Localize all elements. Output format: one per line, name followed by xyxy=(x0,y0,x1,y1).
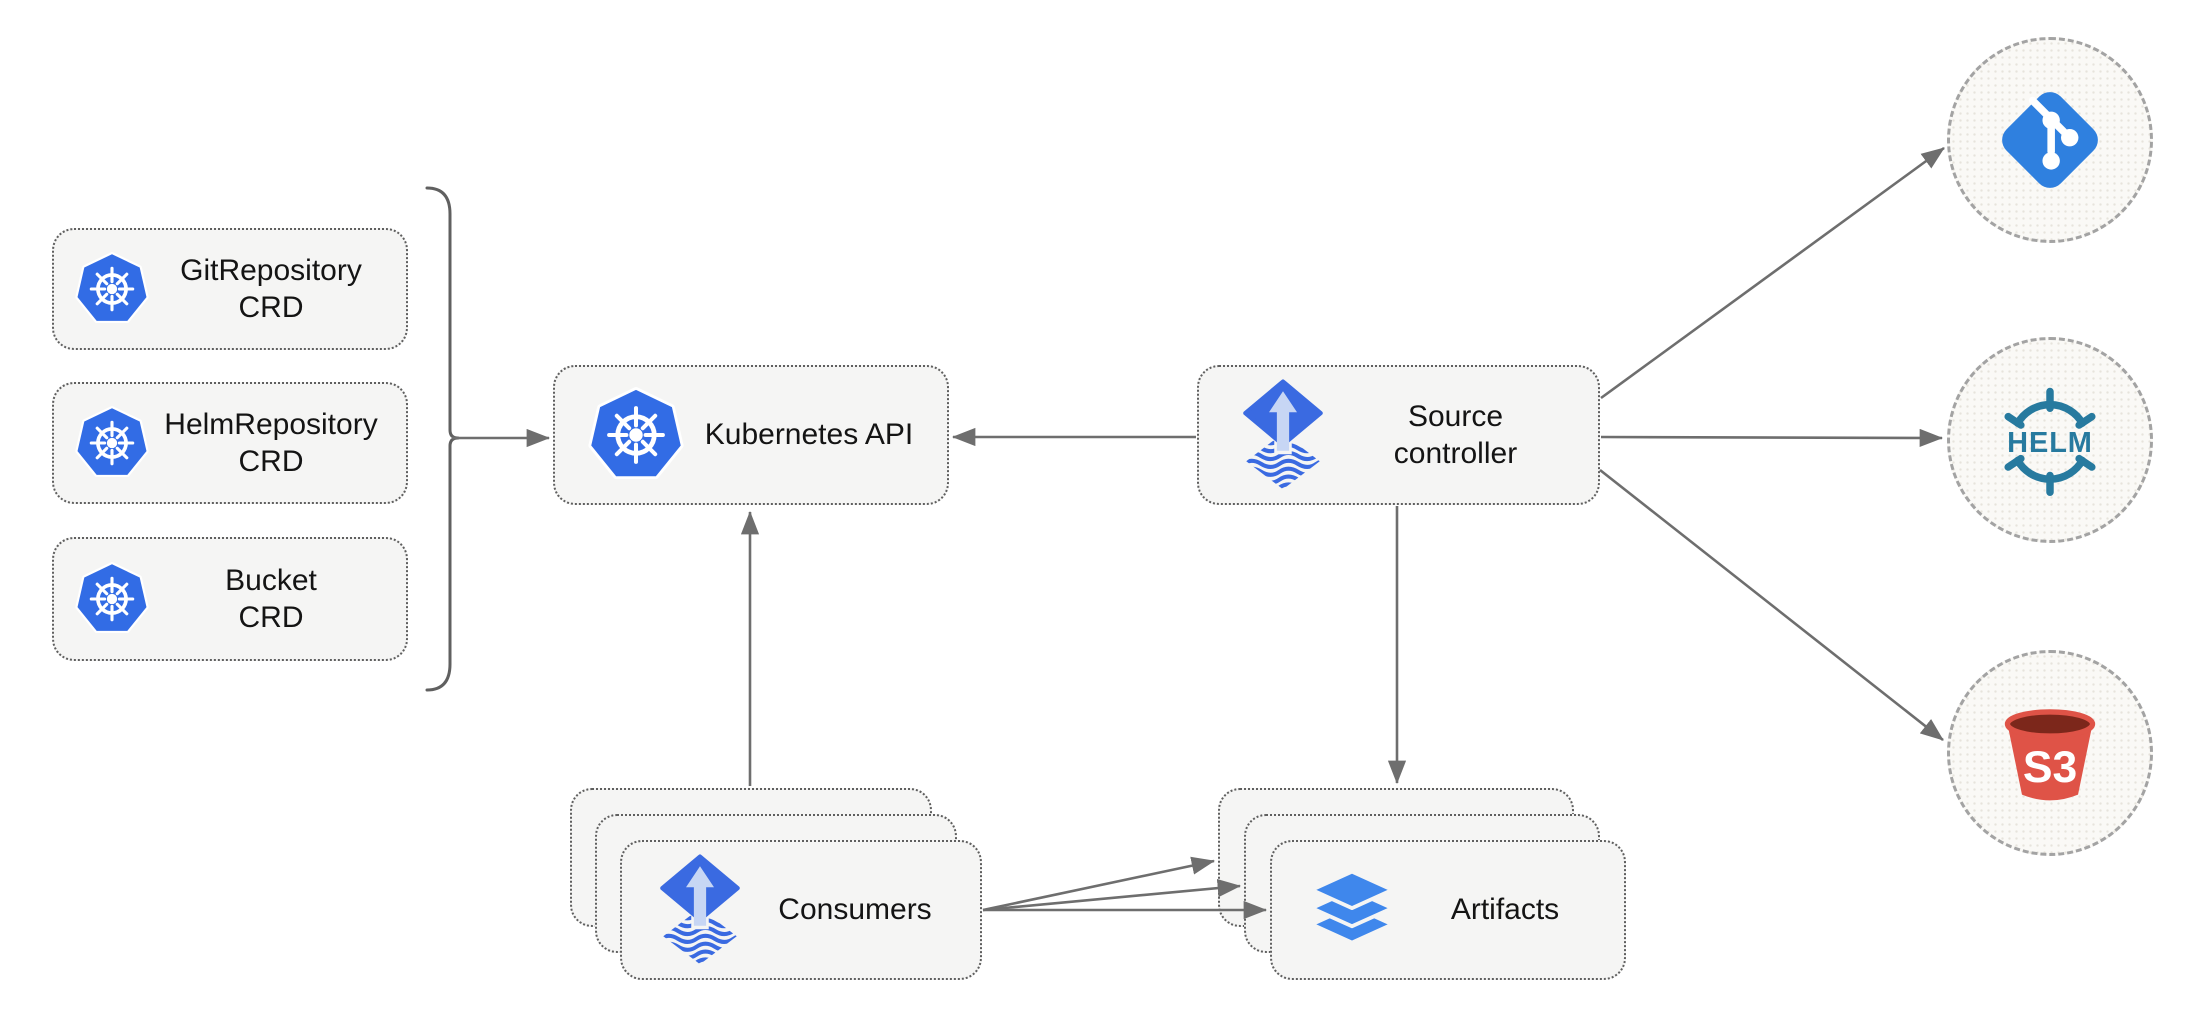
kubernetes-icon xyxy=(74,562,150,636)
helm-icon: HELM xyxy=(1994,382,2106,498)
node-consumers: Consumers xyxy=(620,840,982,980)
node-label: Consumers xyxy=(778,893,932,927)
external-helm: HELM xyxy=(1947,337,2153,543)
external-s3: S3 xyxy=(1947,650,2153,856)
flux-icon xyxy=(1239,379,1327,491)
s3-bucket-icon: S3 xyxy=(1992,695,2108,811)
node-kubernetes-api: Kubernetes API xyxy=(553,365,949,505)
external-git xyxy=(1947,37,2153,243)
node-label: Kubernetes API xyxy=(704,418,914,452)
kubernetes-icon xyxy=(587,387,685,483)
s3-label: S3 xyxy=(2023,743,2077,792)
node-artifacts: Artifacts xyxy=(1270,840,1626,980)
git-icon xyxy=(1992,82,2108,198)
node-label: Artifacts xyxy=(1450,893,1560,927)
helm-label: HELM xyxy=(2007,427,2093,459)
kubernetes-icon xyxy=(74,406,150,480)
kubernetes-icon xyxy=(74,252,150,326)
layers-icon xyxy=(1304,864,1400,956)
flux-icon xyxy=(656,854,744,966)
